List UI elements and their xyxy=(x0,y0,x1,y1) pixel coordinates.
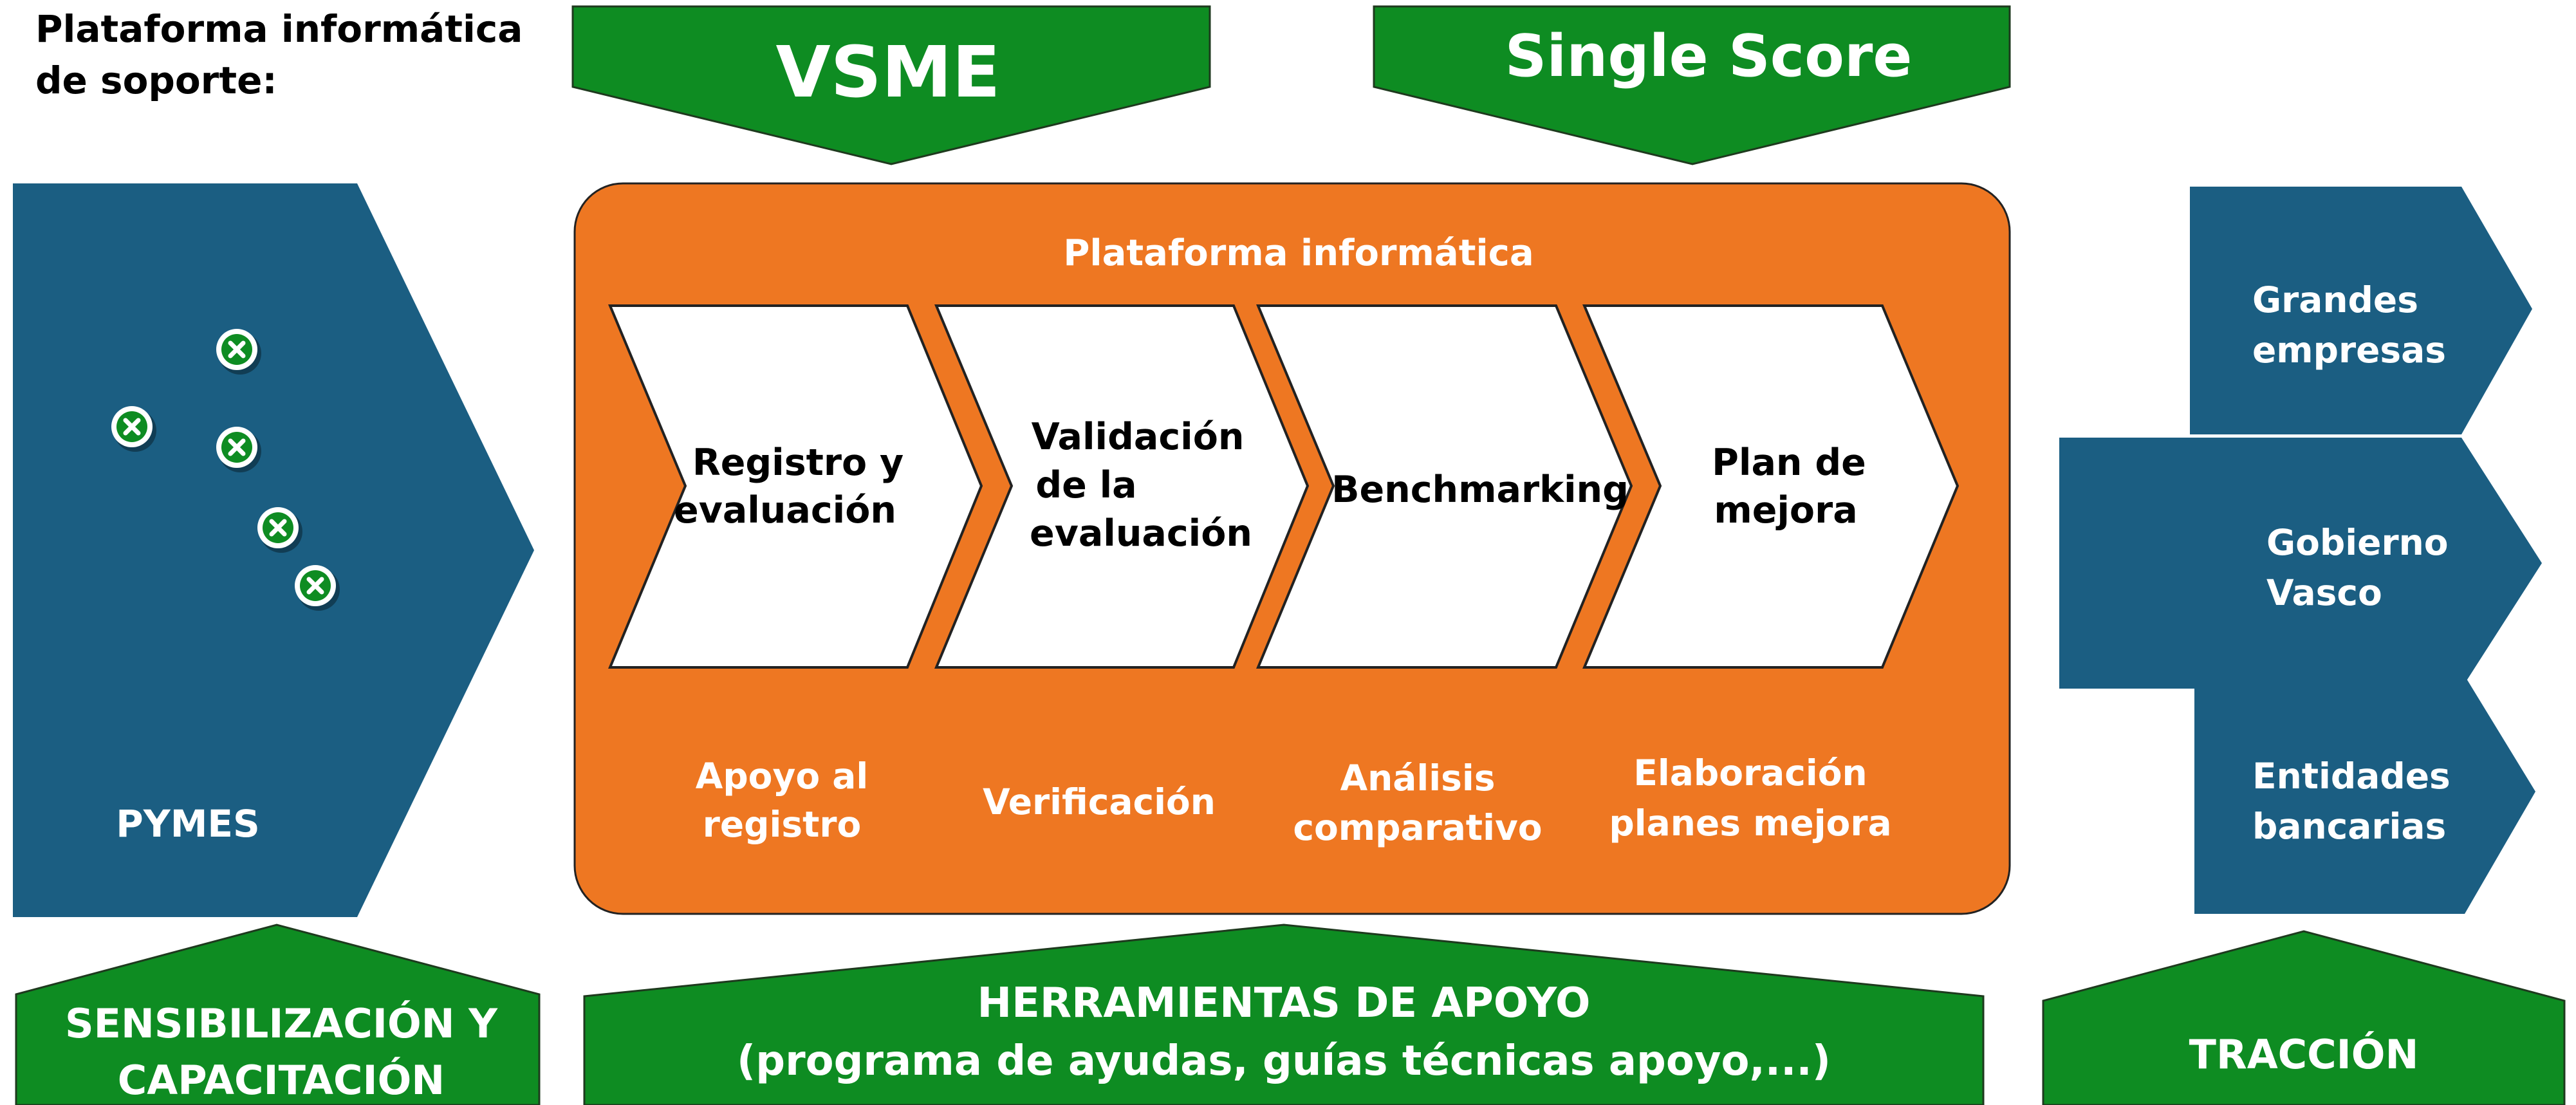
sensibilizacion-line-1: SENSIBILIZACIÓN Y xyxy=(65,1000,498,1047)
check-x-circle-icon xyxy=(216,329,261,375)
caption-registro-line-2: registro xyxy=(703,804,862,845)
step-registro-line-2: evaluación xyxy=(674,489,896,532)
sensibilizacion-line-2: CAPACITACIÓN xyxy=(118,1057,445,1104)
traccion-label: TRACCIÓN xyxy=(2189,1031,2419,1078)
check-x-circle-icon xyxy=(111,406,156,452)
target-gobierno-line-1: Gobierno xyxy=(2266,522,2449,563)
check-x-circle-icon xyxy=(295,565,340,611)
herramientas-banner: HERRAMIENTAS DE APOYO (programa de ayuda… xyxy=(583,924,1985,1105)
step-registro-shape xyxy=(607,304,983,669)
target-grandes-line-2: empresas xyxy=(2252,330,2446,371)
target-grandes-empresas: Grandes empresas xyxy=(2190,187,2532,434)
step-registro-line-1: Registro y xyxy=(692,441,903,484)
step-benchmarking-shape xyxy=(1256,304,1633,669)
support-platform-label: Plataforma informática xyxy=(35,7,523,51)
step-validacion-line-1: Validación xyxy=(1032,416,1245,458)
pymes-arrow: PYMES xyxy=(13,183,534,917)
step-validacion-line-3: evaluación xyxy=(1030,512,1252,555)
caption-plan-line-2: planes mejora xyxy=(1609,803,1891,844)
target-gobierno-line-2: Vasco xyxy=(2266,572,2382,613)
herramientas-line-1: HERRAMIENTAS DE APOYO xyxy=(978,980,1591,1027)
target-entidades-bancarias: Entidades bancarias xyxy=(2194,676,2535,914)
traccion-banner: TRACCIÓN xyxy=(2042,930,2566,1105)
platform-title: Plataforma informática xyxy=(1063,232,1534,274)
check-x-circle-icon xyxy=(257,507,302,553)
caption-registro-line-1: Apoyo al xyxy=(696,756,868,797)
step-plan-mejora-line-1: Plan de xyxy=(1712,441,1866,484)
single-score-label: Single Score xyxy=(1505,23,1913,90)
step-plan-mejora: Plan de mejora xyxy=(1582,304,1960,669)
caption-plan-line-1: Elaboración xyxy=(1633,752,1867,794)
step-validacion-shape xyxy=(934,304,1310,669)
step-validacion-line-2: de la xyxy=(1035,464,1136,506)
caption-benchmarking-line-1: Análisis xyxy=(1340,757,1496,799)
support-platform-label-2: de soporte: xyxy=(35,59,277,102)
herramientas-line-2: (programa de ayudas, guías técnicas apoy… xyxy=(737,1037,1831,1085)
check-x-circle-icon xyxy=(216,427,261,472)
step-validacion: Validación de la evaluación xyxy=(934,304,1310,669)
vsme-banner: VSME xyxy=(571,5,1211,165)
target-bancarias-line-2: bancarias xyxy=(2252,806,2446,847)
target-gobierno-vasco: Gobierno Vasco xyxy=(2059,438,2542,689)
pymes-markers xyxy=(111,329,340,611)
pymes-label: PYMES xyxy=(116,802,260,846)
target-grandes-line-1: Grandes xyxy=(2252,279,2418,320)
vsme-label: VSME xyxy=(776,31,1001,113)
step-plan-mejora-shape xyxy=(1582,304,1960,669)
caption-benchmarking-line-2: comparativo xyxy=(1293,807,1542,848)
step-benchmarking-line-1: Benchmarking xyxy=(1331,469,1629,511)
single-score-banner: Single Score xyxy=(1373,5,2011,165)
caption-validacion-line-1: Verificación xyxy=(983,781,1216,822)
step-registro: Registro y evaluación xyxy=(607,304,983,669)
step-plan-mejora-line-2: mejora xyxy=(1714,489,1857,532)
sensibilizacion-banner: SENSIBILIZACIÓN Y CAPACITACIÓN xyxy=(15,924,541,1105)
target-bancarias-line-1: Entidades xyxy=(2252,756,2451,797)
step-benchmarking: Benchmarking xyxy=(1256,304,1633,669)
